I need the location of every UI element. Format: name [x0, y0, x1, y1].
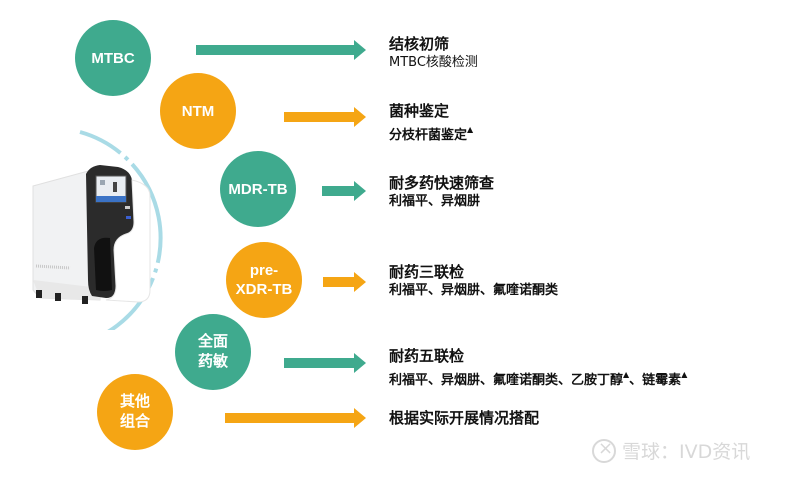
result-label-other-combinations: 根据实际开展情况搭配 — [389, 408, 539, 428]
category-label-line1: pre- — [249, 262, 279, 279]
result-title: 根据实际开展情况搭配 — [389, 409, 540, 427]
xueqiu-logo-icon — [592, 438, 616, 463]
category-label: MDR-TB — [228, 180, 288, 198]
result-title: 耐药三联检 — [389, 263, 465, 281]
category-label-line2: XDR-TB — [235, 281, 293, 298]
pcr-analyzer-device-icon — [32, 130, 163, 330]
result-subtitle: 分枝杆菌鉴定▲ — [389, 125, 474, 143]
result-subtitle: 利福平、异烟肼 — [389, 194, 481, 209]
watermark-text: 雪球：IVD资讯 — [622, 441, 751, 463]
triangle-mark-icon: ▲ — [681, 370, 688, 379]
category-circle-pre-xdr-tb: pre- XDR-TB — [226, 242, 302, 318]
category-label-line2: 药敏 — [197, 353, 228, 370]
category-label: NTM — [181, 102, 215, 120]
result-title: 耐多药快速筛查 — [389, 174, 495, 192]
result-label-mdr-tb: 耐多药快速筛查 利福平、异烟肼 — [389, 173, 494, 211]
arrow-right-icon — [196, 40, 366, 60]
result-label-pre-xdr-tb: 耐药三联检 利福平、异烟肼、氟喹诺酮类 — [389, 262, 558, 300]
result-label-ntm: 菌种鉴定 分枝杆菌鉴定▲ — [389, 101, 473, 145]
result-subtitle: 利福平、异烟肼、氟喹诺酮类 — [389, 283, 559, 298]
category-circle-mtbc: MTBC — [75, 20, 151, 96]
result-title: 结核初筛 — [389, 35, 450, 53]
result-label-mtbc: 结核初筛 MTBC核酸检测 — [389, 34, 478, 72]
watermark: 雪球：IVD资讯 — [592, 437, 750, 464]
arrow-right-icon — [323, 272, 366, 292]
result-subtitle: 利福平、异烟肼、氟喹诺酮类、乙胺丁醇▲、链霉素▲ — [389, 370, 688, 388]
arrow-right-icon — [284, 353, 366, 373]
category-circle-mdr-tb: MDR-TB — [220, 151, 296, 227]
arrow-right-icon — [284, 107, 366, 127]
category-circle-comprehensive-dst: 全面 药敏 — [175, 314, 251, 390]
category-circle-ntm: NTM — [160, 73, 236, 149]
result-title: 耐药五联检 — [389, 347, 465, 365]
arrow-right-icon — [225, 408, 366, 428]
category-label-line2: 组合 — [119, 413, 150, 430]
triangle-mark-icon: ▲ — [623, 370, 630, 379]
triangle-mark-icon: ▲ — [467, 125, 474, 134]
category-label-line1: 全面 — [197, 333, 228, 350]
result-title: 菌种鉴定 — [389, 102, 450, 120]
arrow-right-icon — [322, 181, 366, 201]
result-subtitle: MTBC核酸检测 — [389, 55, 478, 70]
category-label-line1: 其他 — [119, 393, 150, 410]
result-label-comprehensive-dst: 耐药五联检 利福平、异烟肼、氟喹诺酮类、乙胺丁醇▲、链霉素▲ — [389, 346, 687, 390]
category-label: MTBC — [91, 49, 135, 67]
category-circle-other-combinations: 其他 组合 — [97, 374, 173, 450]
